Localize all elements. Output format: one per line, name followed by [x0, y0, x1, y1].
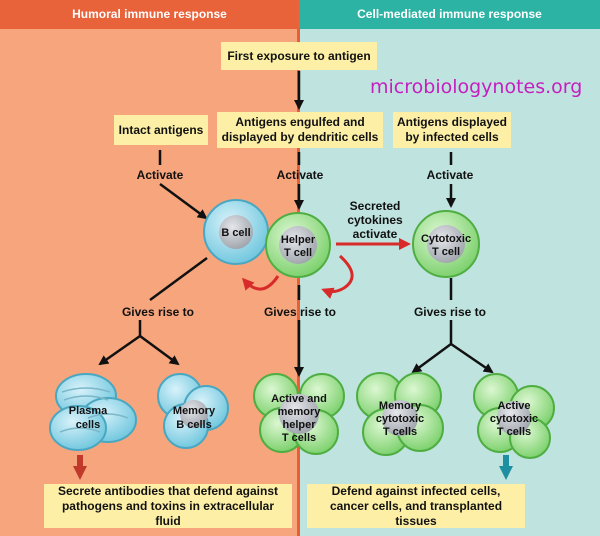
cytotoxic-t-cell: Cytotoxic T cell: [412, 210, 480, 278]
humoral-header: Humoral immune response: [0, 0, 299, 29]
infected-cells-box: Antigens displayed by infected cells: [393, 112, 511, 148]
helper-group-label-2: memory: [278, 406, 322, 418]
b-cell: B cell: [203, 199, 269, 265]
humoral-panel: [0, 0, 299, 536]
arrow-to-memory-b: [139, 334, 180, 366]
gives-rise-label-left: Gives rise to: [121, 305, 195, 319]
secrete-antibodies-box: Secrete antibodies that defend against p…: [44, 484, 292, 528]
b-cell-label: B cell: [221, 227, 250, 239]
active-cytotoxic-label-1: Active: [497, 400, 530, 412]
memory-b-label-2: B cells: [176, 419, 211, 431]
plasma-label-2: cells: [76, 419, 100, 431]
arrow-cytokines-to-b: [241, 275, 280, 291]
first-exposure-box: First exposure to antigen: [221, 42, 377, 70]
flow-arrows: [98, 71, 494, 377]
arrow-to-active-cytotoxic: [450, 342, 494, 374]
cell-mediated-header: Cell-mediated immune response: [299, 0, 600, 29]
secreted-cytokines-label: Secreted cytokines activate: [347, 199, 403, 241]
memory-cytotoxic-label-3: T cells: [383, 426, 417, 438]
helper-t-label-1: Helper: [281, 234, 316, 246]
memory-b-cells: Memory B cells: [157, 373, 229, 449]
activate-label-mid: Activate: [276, 168, 324, 182]
helper-t-label-2: T cell: [284, 247, 312, 259]
cytokine-arrows: [241, 238, 411, 299]
panel-divider: [297, 29, 300, 536]
gives-rise-label-mid: Gives rise to: [263, 305, 337, 319]
activate-label-left: Activate: [136, 168, 184, 182]
plasma-output-arrowhead: [73, 466, 87, 480]
memory-cytotoxic-label-2: cytotoxic: [376, 413, 424, 425]
arrow-to-plasma: [98, 334, 141, 366]
arrow-cytokines-to-helper: [321, 254, 354, 299]
cytotoxic-output-arrowhead: [499, 466, 513, 480]
line-b-to-gives-rise: [149, 256, 208, 302]
memory-cytotoxic-label-1: Memory: [379, 400, 422, 412]
active-memory-helper-t-cells: Active and memory helper T cells: [253, 373, 345, 455]
defend-infected-box: Defend against infected cells, cancer ce…: [307, 484, 525, 528]
cytotoxic-t-label-1: Cytotoxic: [421, 233, 471, 245]
intact-antigens-box: Intact antigens: [114, 115, 208, 145]
active-cytotoxic-t-cells: Active cytotoxic T cells: [473, 373, 555, 459]
arrow-activate-b: [159, 182, 208, 220]
helper-group-label-4: T cells: [282, 432, 316, 444]
memory-cytotoxic-t-cells: Memory cytotoxic T cells: [356, 372, 444, 456]
helper-group-label-1: Active and: [271, 393, 327, 405]
engulfed-antigens-box: Antigens engulfed and displayed by dendr…: [217, 112, 383, 148]
gives-rise-label-right: Gives rise to: [413, 305, 487, 319]
activate-label-right: Activate: [426, 168, 474, 182]
plasma-label-1: Plasma: [69, 405, 108, 417]
active-cytotoxic-label-3: T cells: [497, 426, 531, 438]
watermark-text: microbiologynotes.org: [370, 76, 583, 98]
plasma-cells: Plasma cells: [49, 373, 137, 451]
cytotoxic-t-label-2: T cell: [432, 246, 460, 258]
active-cytotoxic-label-2: cytotoxic: [490, 413, 538, 425]
arrow-to-memory-cytotoxic: [411, 342, 452, 374]
helper-t-cell: Helper T cell: [265, 212, 331, 278]
helper-group-label-3: helper: [282, 419, 316, 431]
memory-b-label-1: Memory: [173, 405, 216, 417]
